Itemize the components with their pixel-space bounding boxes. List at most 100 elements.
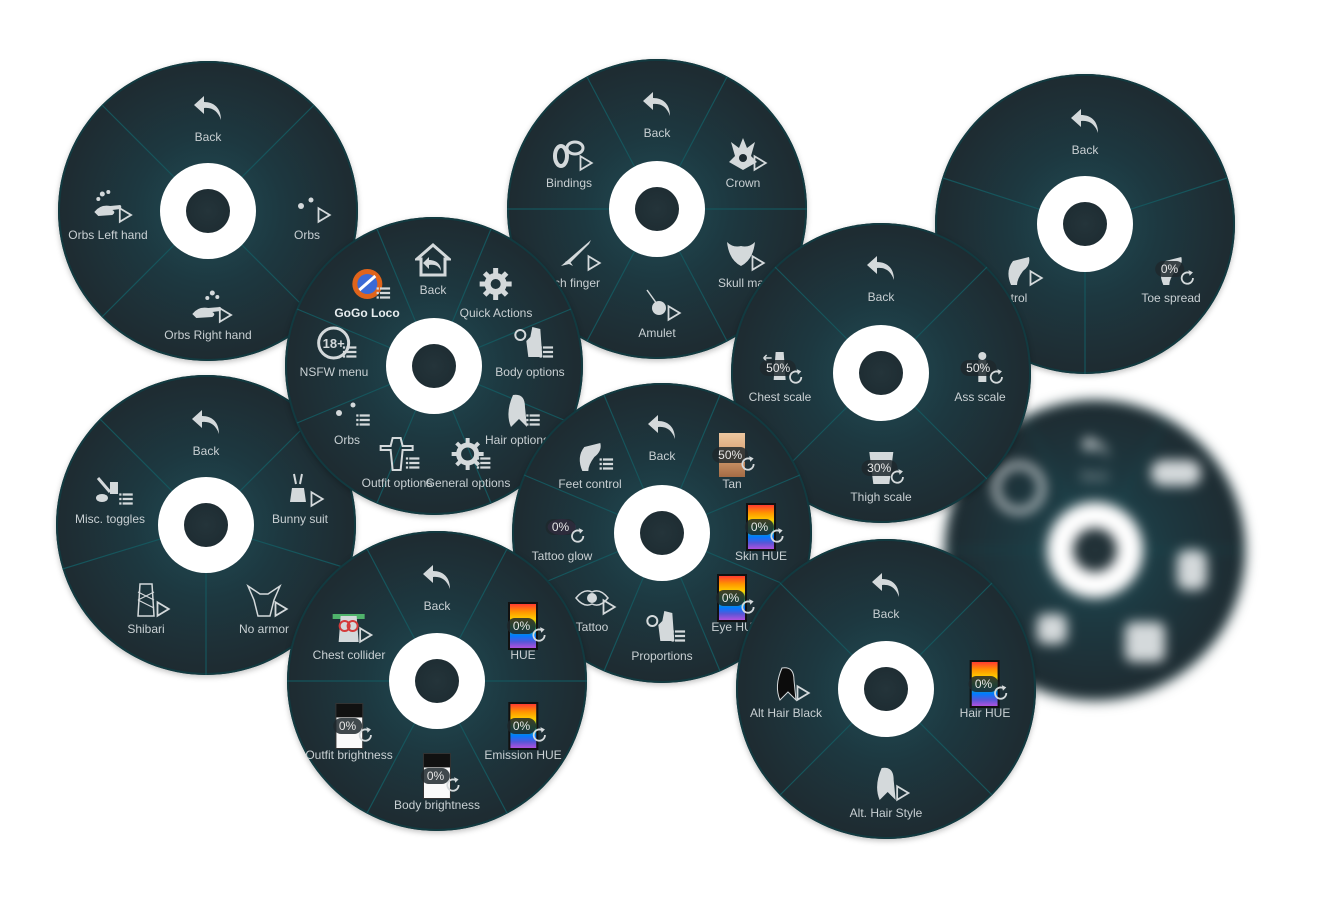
tan-value: 50%: [712, 447, 749, 463]
color-radial-menu: Back Chest collider 0% HUE 0% Outfit bri…: [287, 531, 587, 831]
back-button[interactable]: Back: [1062, 101, 1108, 157]
hue-button[interactable]: 0% HUE: [500, 602, 546, 662]
submenu-list-icon: [524, 411, 542, 429]
center-hub[interactable]: [838, 641, 934, 737]
crown-icon: [729, 138, 757, 170]
emission-hue-button[interactable]: 0% Emission HUE: [484, 702, 562, 762]
tan-button[interactable]: 50% Tan: [709, 433, 757, 491]
submenu-list-icon: [117, 490, 135, 508]
center-hub[interactable]: [389, 633, 485, 729]
general-options-button[interactable]: General options: [426, 434, 510, 490]
orbs-left-hand-button[interactable]: Orbs Left hand: [68, 186, 148, 242]
center-hub[interactable]: [833, 325, 929, 421]
back-button[interactable]: Back: [858, 248, 904, 304]
alt-hair-black-button[interactable]: Alt Hair Black: [750, 664, 822, 720]
center-hub[interactable]: [614, 485, 710, 581]
back-button[interactable]: Back: [863, 565, 909, 621]
submenu-play-icon: [314, 206, 332, 224]
hair-options-label: Hair options: [484, 433, 550, 447]
claw-finger-icon: [561, 240, 591, 266]
back-button[interactable]: Back: [639, 407, 685, 463]
bindings-button[interactable]: Bindings: [545, 134, 594, 190]
thigh-scale-button[interactable]: 30% Thigh scale: [850, 448, 912, 504]
chest-collider-button[interactable]: Chest collider: [313, 606, 385, 662]
toe-control-label: trol: [1010, 291, 1028, 305]
center-hub[interactable]: [1037, 176, 1133, 272]
center-hub[interactable]: [386, 318, 482, 414]
outfit-options-button[interactable]: Outfit options: [362, 434, 432, 490]
orbs-right-hand-button[interactable]: Orbs Right hand: [164, 286, 252, 342]
quick-actions-button[interactable]: Quick Actions: [460, 264, 532, 320]
back-arrow-icon: [1071, 109, 1098, 133]
orbs-label: Orbs: [333, 433, 360, 447]
body-options-button[interactable]: Body options: [495, 323, 565, 379]
bunny-suit-label: Bunny suit: [271, 512, 329, 526]
chest-scale-label: Chest scale: [748, 390, 812, 404]
toe-spread-button[interactable]: 0% Toe spread: [1141, 249, 1201, 305]
alt-hair-style-button[interactable]: Alt. Hair Style: [850, 764, 922, 820]
orbs-right-hand-label: Orbs Right hand: [164, 328, 252, 342]
misc-toggles-button[interactable]: Misc. toggles: [75, 470, 145, 526]
back-label: Back: [643, 126, 671, 140]
svg-text:18+: 18+: [323, 336, 345, 351]
toe-control-button[interactable]: trol: [996, 249, 1044, 305]
shibari-button[interactable]: Shibari: [123, 580, 171, 636]
gogo-loco-logo-icon: [351, 269, 382, 299]
outfit-brightness-button[interactable]: 0% Outfit brightness: [305, 703, 393, 762]
submenu-list-icon: [475, 454, 493, 472]
submenu-play-icon: [793, 684, 811, 702]
chest-scale-button[interactable]: 50% Chest scale: [748, 348, 812, 404]
back-arrow-icon: [1081, 435, 1108, 459]
back-button[interactable]: Back: [634, 84, 680, 140]
orbs-button[interactable]: Orbs: [324, 391, 370, 447]
foot-gear-icon: [579, 443, 601, 471]
back-label: Back: [192, 444, 220, 458]
back-button[interactable]: Back: [185, 88, 231, 144]
orbs-icon: [298, 197, 314, 209]
crown-button[interactable]: Crown: [720, 134, 768, 190]
amulet-button[interactable]: Amulet: [634, 284, 682, 340]
reset-icon: [739, 455, 757, 473]
back-label: Back: [867, 290, 895, 304]
ass-scale-button[interactable]: 50% Ass scale: [954, 348, 1006, 404]
finger-label: ch finger: [553, 276, 601, 290]
back-button[interactable]: Back: [183, 402, 229, 458]
submenu-play-icon: [584, 254, 602, 272]
black-hair-icon: [776, 667, 797, 702]
center-hub[interactable]: [609, 161, 705, 257]
back-button[interactable]: Back: [414, 557, 460, 613]
hair-hue-button[interactable]: 0% Hair HUE: [960, 660, 1010, 720]
nsfw-menu-button[interactable]: 18+ NSFW menu: [300, 323, 368, 379]
back-button[interactable]: Back: [410, 241, 456, 297]
blurred-icon: [1037, 614, 1067, 644]
body-gear-icon: [646, 611, 674, 641]
proportions-button[interactable]: Proportions: [631, 607, 693, 663]
body-brightness-button[interactable]: 0% Body brightness: [394, 753, 480, 812]
gogo-loco-button[interactable]: GoGo Loco: [334, 264, 400, 320]
body-gear-icon: [513, 327, 542, 357]
skin-hue-button[interactable]: 0% Skin HUE: [735, 503, 787, 563]
outfit-brightness-value: 0%: [332, 718, 363, 734]
feet-control-button[interactable]: Feet control: [558, 435, 622, 491]
center-hub[interactable]: [158, 477, 254, 573]
tattoo-button[interactable]: Tattoo: [569, 578, 617, 634]
submenu-list-icon: [374, 284, 392, 302]
skull-mask-icon: [726, 242, 755, 266]
eye-hue-button[interactable]: 0% Eye HU: [709, 574, 755, 634]
bunny-suit-button[interactable]: Bunny suit: [272, 470, 328, 526]
finger-button[interactable]: ch finger: [553, 234, 602, 290]
tattoo-glow-button[interactable]: 0% Tattoo glow: [532, 507, 592, 563]
center-hub[interactable]: [160, 163, 256, 259]
rings-icon: [553, 140, 585, 168]
orbs-button[interactable]: Orbs: [284, 186, 332, 242]
reset-icon: [1178, 269, 1196, 287]
hue-value: 0%: [506, 618, 537, 634]
emission-hue-value: 0%: [506, 718, 537, 734]
skull-mask-button[interactable]: Skull ma: [718, 234, 766, 290]
bindings-label: Bindings: [545, 176, 593, 190]
back-label: Back: [1071, 143, 1099, 157]
submenu-play-icon: [215, 306, 233, 324]
hair-options-button[interactable]: Hair options: [485, 391, 549, 447]
no-armor-button[interactable]: No armor: [239, 580, 289, 636]
tattoo-icon: [575, 590, 609, 606]
